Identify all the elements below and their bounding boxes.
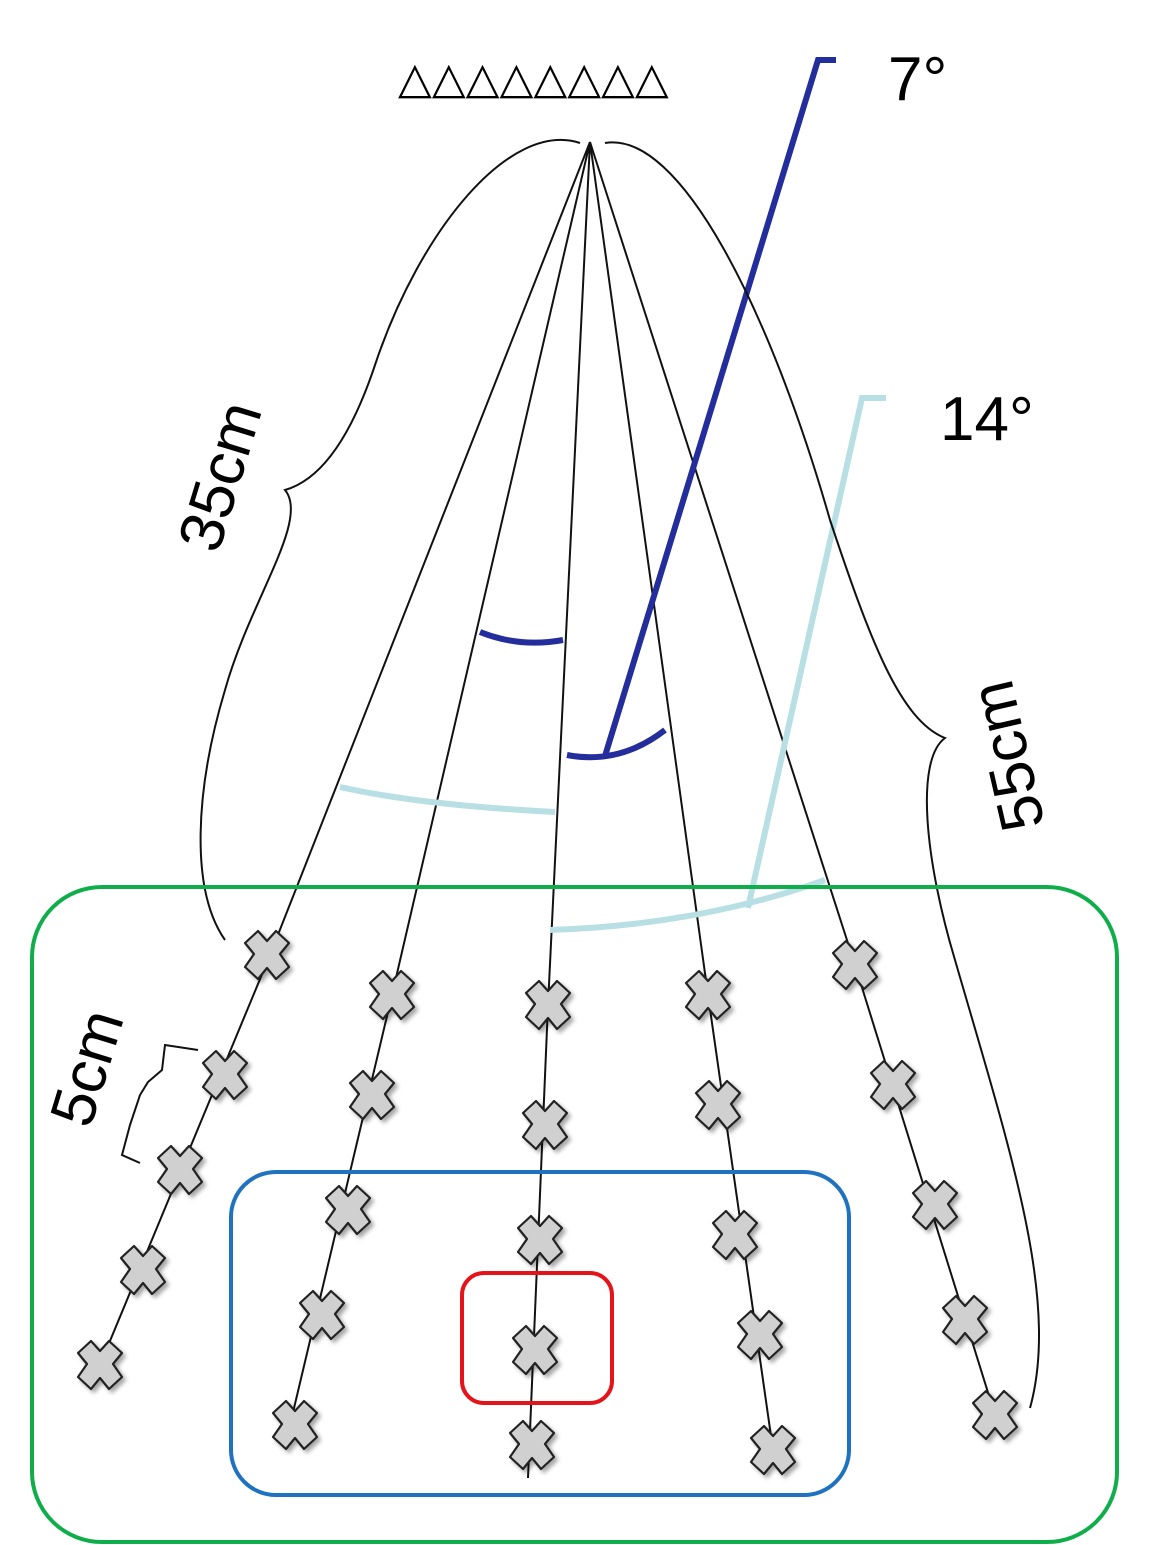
- brace-5cm: [120, 1043, 199, 1164]
- x-cross-icon: [119, 1244, 167, 1296]
- distance-5cm-label: 5cm: [37, 1002, 137, 1134]
- angle-14-indicator: [339, 395, 886, 933]
- outer-region-box: [30, 885, 1119, 1544]
- x-cross-icon: [508, 1419, 556, 1471]
- measurement-markers: [76, 929, 1019, 1476]
- angle-14-label: 14°: [940, 385, 1034, 454]
- x-cross-icon: [711, 1209, 759, 1261]
- x-cross-icon: [368, 969, 416, 1021]
- angle-7-label: 7°: [888, 45, 947, 114]
- x-cross-icon: [516, 1214, 564, 1266]
- x-cross-icon: [941, 1294, 989, 1346]
- brace-35cm: [199, 139, 581, 941]
- x-cross-icon: [156, 1144, 204, 1196]
- distance-55cm-label: 55cm: [957, 674, 1058, 837]
- inner-region-box: [460, 1271, 614, 1405]
- middle-region-box: [229, 1170, 851, 1497]
- x-cross-icon: [736, 1309, 784, 1361]
- x-cross-icon: [521, 1099, 569, 1151]
- x-cross-icon: [298, 1289, 346, 1341]
- x-cross-icon: [324, 1184, 372, 1236]
- x-cross-icon: [243, 929, 291, 981]
- x-cross-icon: [869, 1059, 917, 1111]
- source-row: △△△△△△△△: [398, 53, 669, 104]
- angle-7-indicator: [478, 57, 836, 761]
- ray-5: [589, 141, 996, 1416]
- x-cross-icon: [684, 969, 732, 1021]
- brace-55cm: [604, 141, 1040, 1409]
- distance-35cm-label: 35cm: [165, 394, 275, 559]
- x-cross-icon: [831, 939, 879, 991]
- x-cross-icon: [749, 1424, 797, 1476]
- x-cross-icon: [971, 1389, 1019, 1441]
- x-cross-icon: [694, 1079, 742, 1131]
- x-cross-icon: [201, 1049, 249, 1101]
- x-cross-icon: [76, 1339, 124, 1391]
